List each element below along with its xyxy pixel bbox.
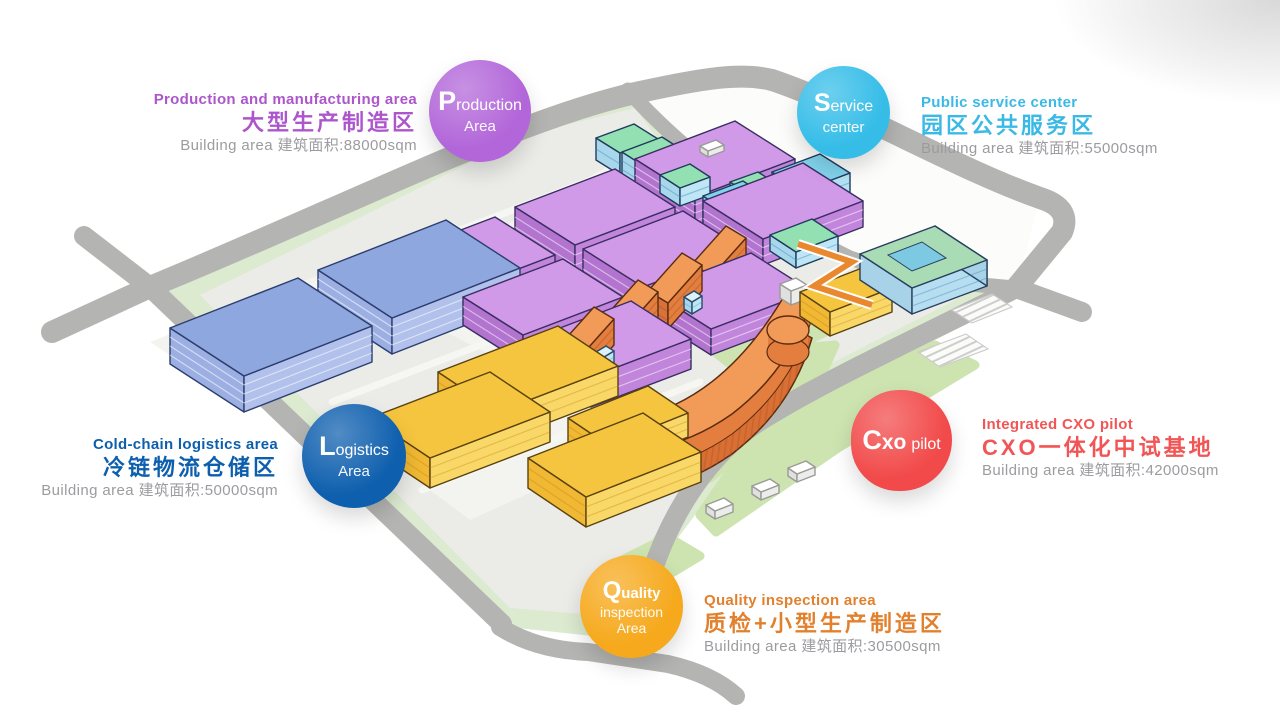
zone-title-zh: 质检+小型生产制造区 (704, 610, 945, 636)
badge-initial: Q (602, 576, 622, 604)
badge-initial: L (319, 431, 336, 462)
badge-initial: S (813, 89, 831, 117)
zone-title-zh: 大型生产制造区 (241, 109, 417, 135)
zone-building-area: Building area 建筑面积:42000sqm (982, 462, 1219, 480)
badge-line2: center (822, 118, 865, 136)
badge-logistics-area: Logistics Area (302, 404, 406, 508)
zone-title-en: Cold-chain logistics area (92, 436, 278, 453)
zone-title-en: Public service center (921, 94, 1078, 111)
zone-label-quality: Quality inspection area 质检+小型生产制造区 Build… (704, 592, 945, 656)
zone-label-service: Public service center 园区公共服务区 Building a… (921, 94, 1158, 158)
zone-title-zh: CXO一体化中试基地 (982, 434, 1214, 460)
badge-initial: P (438, 86, 457, 117)
zone-label-production: Production and manufacturing area 大型生产制造… (153, 91, 417, 155)
badge-tail: pilot (911, 435, 941, 453)
badge-quality-inspection-area: Quality inspection Area (580, 555, 683, 658)
badge-line2: Area (464, 118, 496, 136)
map-courtyard-building (796, 225, 988, 315)
zone-title-en: Production and manufacturing area (153, 91, 417, 108)
badge-line3: Area (616, 620, 647, 637)
badge-word: ervice (830, 98, 874, 115)
badge-word: roduction (456, 97, 522, 115)
zone-label-cxo: Integrated CXO pilot CXO一体化中试基地 Building… (982, 416, 1219, 480)
map-buildings-front (369, 139, 893, 528)
badge-service-center: Service center (797, 66, 890, 159)
badge-line2: Area (338, 463, 370, 481)
zone-title-zh: 冷链物流仓储区 (102, 454, 278, 480)
corner-gradient-decoration (980, 0, 1280, 150)
map-footbridge (796, 239, 874, 310)
zone-building-area: Building area 建筑面积:30500sqm (704, 638, 941, 656)
badge-line2: inspection (599, 604, 664, 621)
zone-building-area: Building area 建筑面积:50000sqm (41, 482, 278, 500)
badge-word: ogistics (335, 442, 389, 460)
zone-title-zh: 园区公共服务区 (921, 112, 1097, 138)
zone-building-area: Building area 建筑面积:55000sqm (921, 140, 1158, 158)
badge-production-area: Production Area (429, 60, 531, 162)
badge-word: uality (621, 584, 661, 602)
zone-building-area: Building area 建筑面积:88000sqm (180, 137, 417, 155)
zone-title-en: Integrated CXO pilot (982, 416, 1134, 433)
badge-word: xo (881, 430, 907, 454)
zone-label-logistics: Cold-chain logistics area 冷链物流仓储区 Buildi… (41, 436, 278, 500)
zone-title-en: Quality inspection area (704, 592, 876, 609)
badge-initial: C (862, 424, 882, 455)
